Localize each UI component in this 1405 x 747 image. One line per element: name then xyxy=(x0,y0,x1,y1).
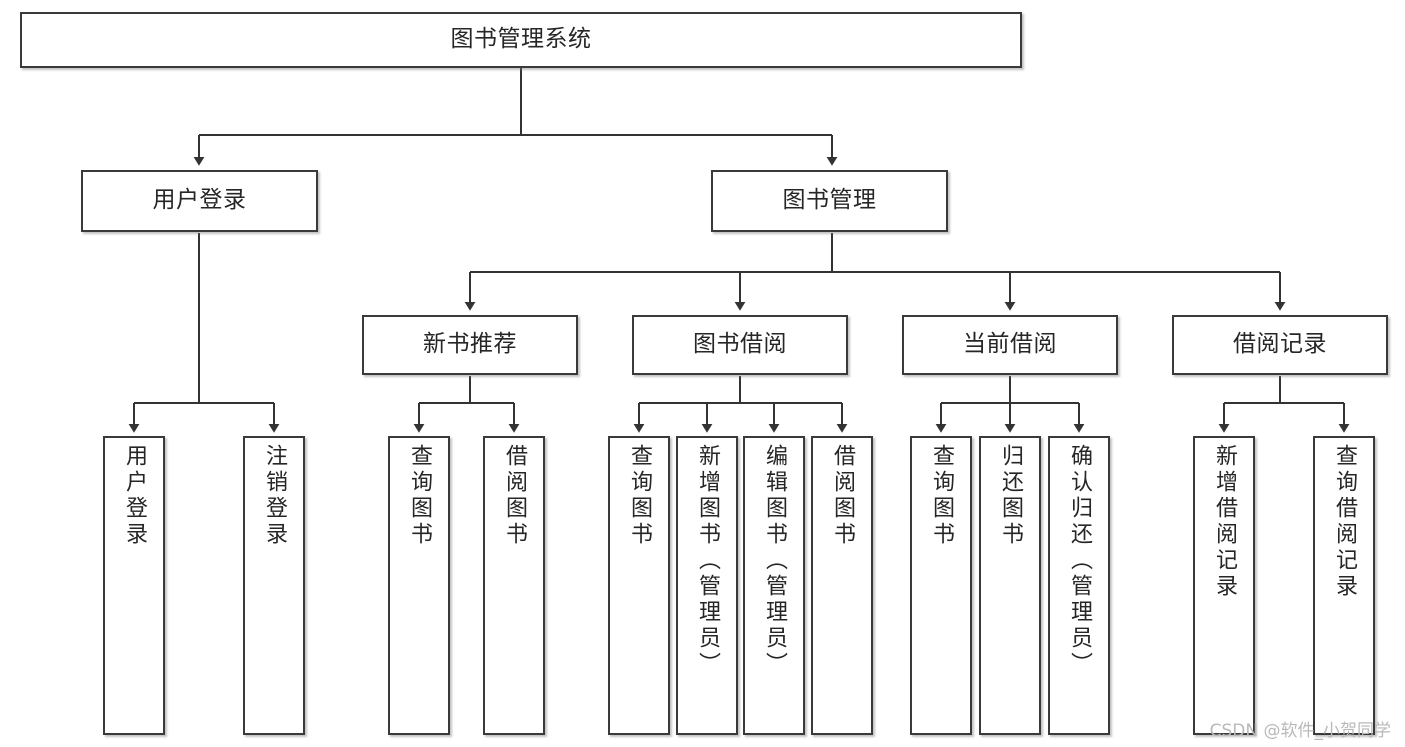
node-label-root: 图书管理系统 xyxy=(450,26,592,53)
node-new-book-recommend[interactable]: 新书推荐 xyxy=(362,315,578,375)
leaf-label-new-book-borrow: 借阅图书 xyxy=(502,444,527,548)
leaf-book-borrow-query[interactable]: 查询图书 xyxy=(608,436,670,735)
leaf-user-login-login[interactable]: 用户登录 xyxy=(103,436,165,735)
leaf-book-borrow-borrow[interactable]: 借阅图书 xyxy=(811,436,873,735)
leaf-current-borrow-return[interactable]: 归还图书 xyxy=(979,436,1041,735)
node-book-management[interactable]: 图书管理 xyxy=(711,170,948,232)
node-book-borrow[interactable]: 图书借阅 xyxy=(632,315,848,375)
leaf-label-new-book-query: 查询图书 xyxy=(407,444,432,548)
leaf-label-user-login-login: 用户登录 xyxy=(122,444,147,548)
node-borrow-record[interactable]: 借阅记录 xyxy=(1172,315,1388,375)
leaf-user-login-logout[interactable]: 注销登录 xyxy=(243,436,305,735)
leaf-borrow-record-add[interactable]: 新增借阅记录 xyxy=(1193,436,1255,735)
leaf-label-borrow-record-query: 查询借阅记录 xyxy=(1332,444,1357,600)
node-user-login[interactable]: 用户登录 xyxy=(81,170,318,232)
leaf-label-book-borrow-borrow: 借阅图书 xyxy=(830,444,855,548)
leaf-label-user-login-logout: 注销登录 xyxy=(262,444,287,548)
node-label-book-borrow: 图书借阅 xyxy=(693,331,787,358)
leaf-new-book-borrow[interactable]: 借阅图书 xyxy=(483,436,545,735)
leaf-label-book-borrow-add: 新增图书（管理员） xyxy=(695,444,720,678)
node-label-new-book-recommend: 新书推荐 xyxy=(423,331,517,358)
leaf-label-book-borrow-edit: 编辑图书（管理员） xyxy=(762,444,787,678)
node-current-borrow[interactable]: 当前借阅 xyxy=(902,315,1118,375)
leaf-borrow-record-query[interactable]: 查询借阅记录 xyxy=(1313,436,1375,735)
leaf-label-borrow-record-add: 新增借阅记录 xyxy=(1212,444,1237,600)
node-label-borrow-record: 借阅记录 xyxy=(1233,331,1327,358)
leaf-new-book-query[interactable]: 查询图书 xyxy=(388,436,450,735)
node-label-current-borrow: 当前借阅 xyxy=(963,331,1057,358)
node-label-user-login: 用户登录 xyxy=(152,187,247,214)
node-book-management-system[interactable]: 图书管理系统 xyxy=(20,12,1022,68)
leaf-current-borrow-query[interactable]: 查询图书 xyxy=(910,436,972,735)
leaf-label-current-borrow-confirm-return: 确认归还（管理员） xyxy=(1067,444,1092,678)
node-label-book-management: 图书管理 xyxy=(782,187,877,214)
leaf-book-borrow-add[interactable]: 新增图书（管理员） xyxy=(676,436,738,735)
leaf-book-borrow-edit[interactable]: 编辑图书（管理员） xyxy=(743,436,805,735)
leaf-label-current-borrow-query: 查询图书 xyxy=(929,444,954,548)
leaf-current-borrow-confirm-return[interactable]: 确认归还（管理员） xyxy=(1048,436,1110,735)
leaf-label-book-borrow-query: 查询图书 xyxy=(627,444,652,548)
leaf-label-current-borrow-return: 归还图书 xyxy=(998,444,1023,548)
